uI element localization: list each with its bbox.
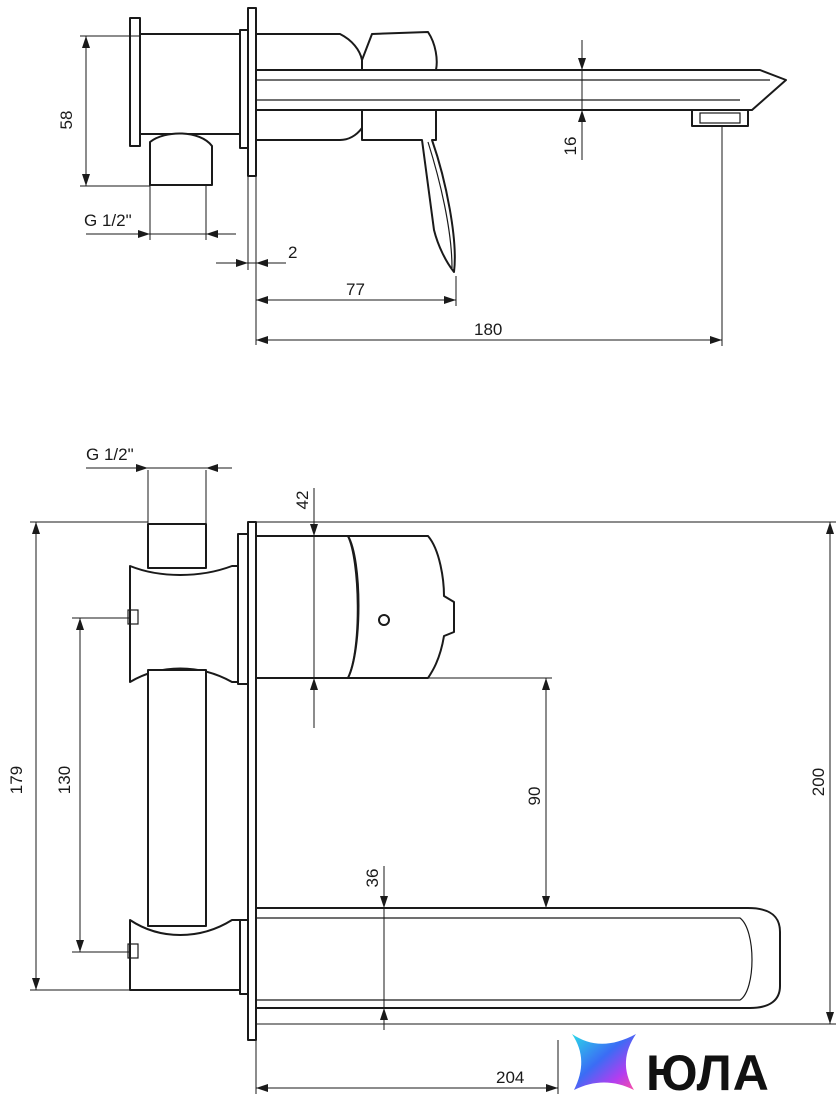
- brand-star-icon: [572, 1034, 636, 1090]
- side-dimensions: 58 G 1/2" 2 77 180 16: [57, 35, 723, 346]
- front-dim-thread: G 1/2": [86, 445, 134, 464]
- brand-logo: ЮЛА: [572, 1034, 770, 1100]
- side-view: [129, 7, 787, 273]
- side-dim-spout-height: 16: [561, 137, 580, 156]
- brand-name: ЮЛА: [646, 1045, 770, 1100]
- side-mount-bracket: [129, 17, 141, 147]
- front-vertical-pipe: [147, 669, 207, 927]
- side-inlet-connector: [149, 132, 213, 186]
- front-handle-indicator: [378, 614, 390, 626]
- front-view: [127, 521, 781, 1041]
- front-dim-handle-to-spout: 90: [525, 787, 544, 806]
- front-dim-body-height: 179: [7, 766, 26, 794]
- side-spout: [255, 69, 787, 111]
- side-dim-lever: 77: [346, 280, 365, 299]
- side-dim-height: 58: [57, 111, 76, 130]
- front-dim-spout-reach: 204: [496, 1068, 524, 1087]
- side-mount-body: [139, 33, 241, 135]
- front-dimensions: G 1/2" 42 179 130 90 36: [7, 445, 836, 1094]
- front-handle-body: [255, 535, 359, 679]
- front-dim-connection-spacing: 130: [55, 766, 74, 794]
- front-upper-block: [129, 565, 241, 683]
- side-lever: [361, 31, 456, 273]
- front-dim-plate-height: 200: [809, 768, 828, 796]
- side-aerator: [691, 109, 749, 127]
- front-dim-spout-height: 36: [363, 869, 382, 888]
- front-dim-handle-height: 42: [293, 491, 312, 510]
- front-lower-block: [129, 919, 241, 991]
- front-inlet-connector: [147, 523, 207, 569]
- side-dim-plate: 2: [288, 243, 297, 262]
- front-wall-plate: [247, 521, 257, 1041]
- side-dim-thread: G 1/2": [84, 211, 132, 230]
- side-dim-spout-reach: 180: [474, 320, 502, 339]
- front-handle-knob: [347, 535, 455, 679]
- side-collar: [239, 29, 249, 149]
- front-spout: [255, 907, 781, 1009]
- side-wall-plate: [247, 7, 257, 177]
